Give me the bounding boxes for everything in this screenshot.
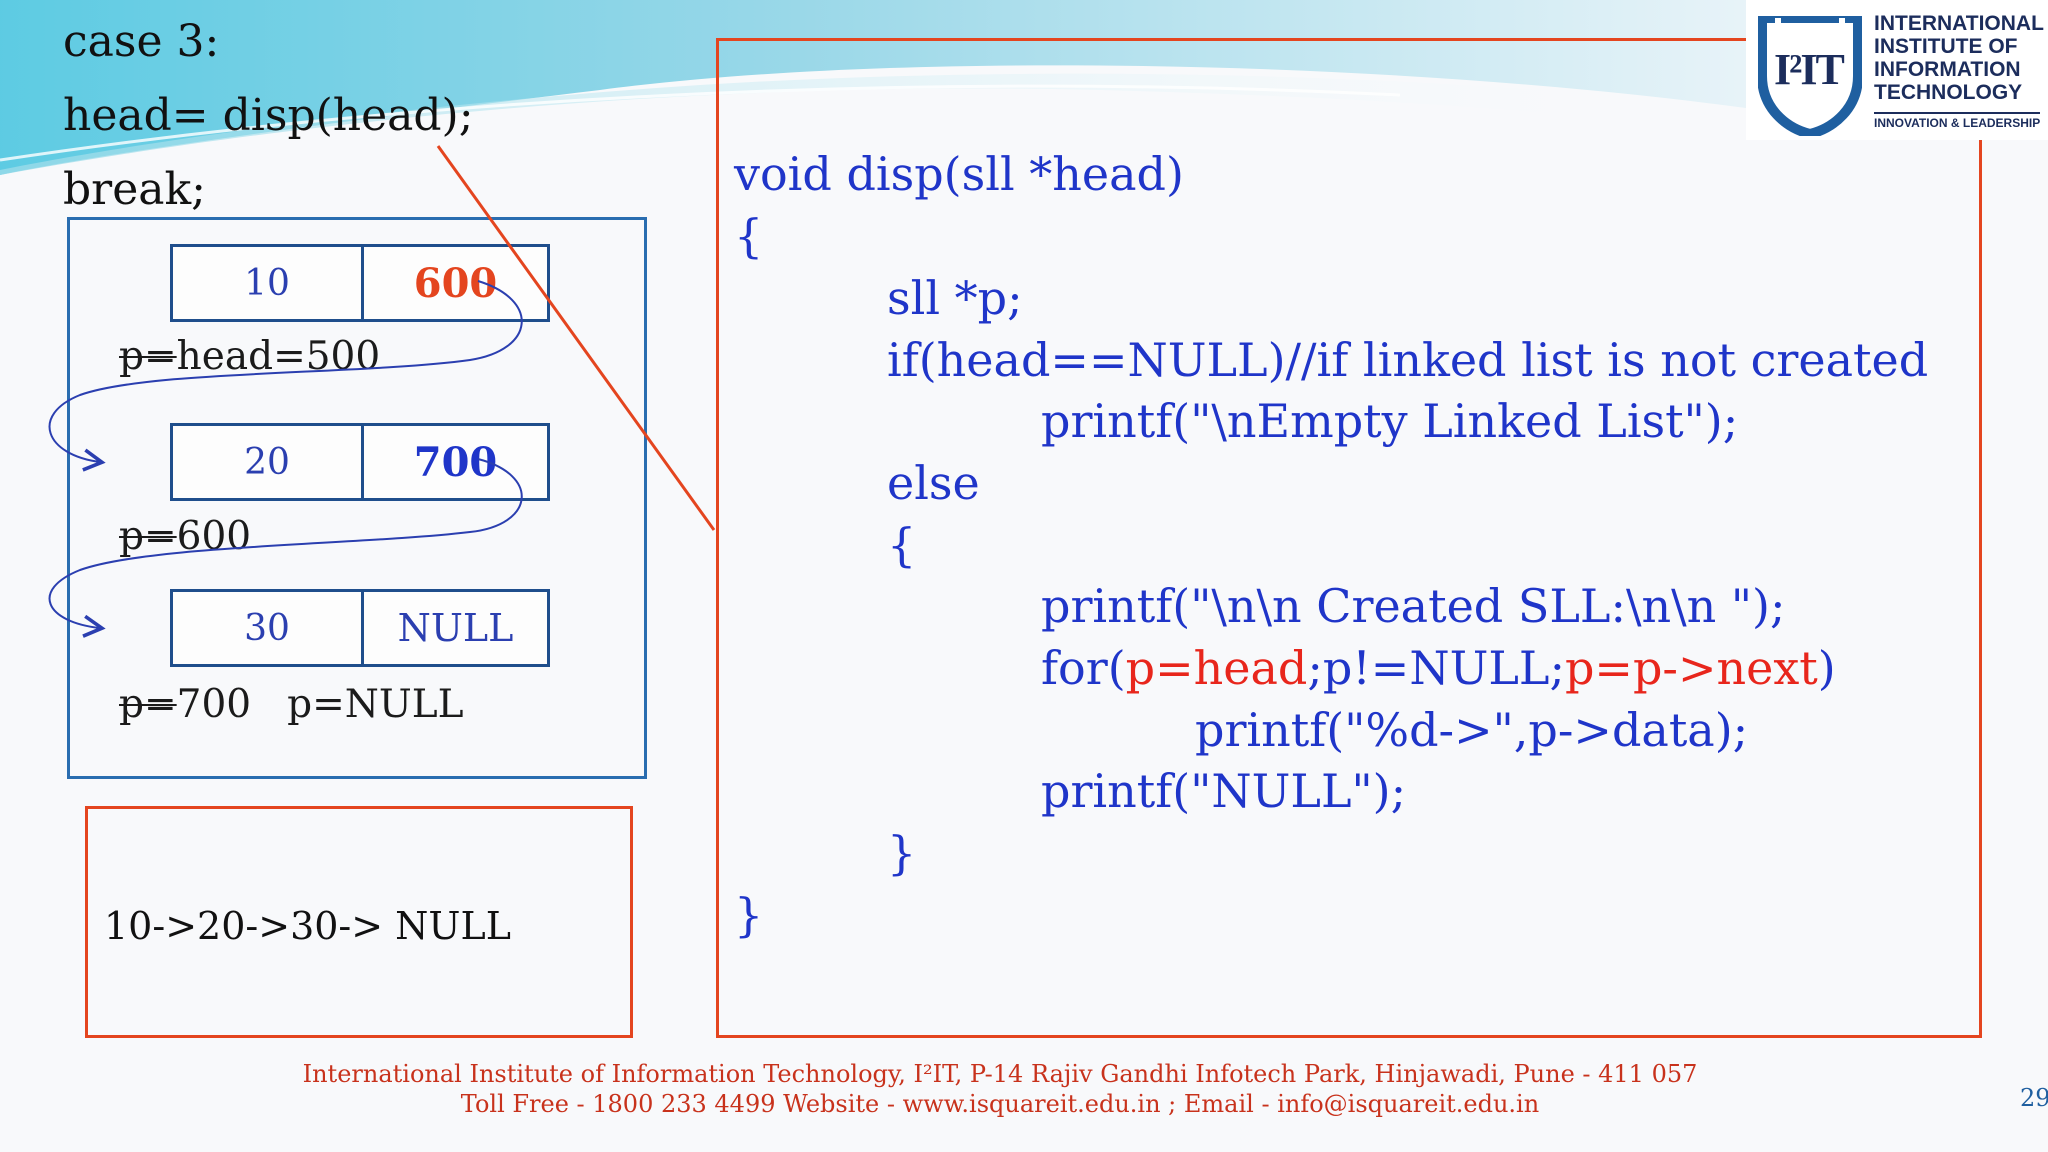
code-line: void disp(sll *head) <box>734 147 1184 201</box>
node-next: NULL <box>397 606 514 650</box>
code-line: sll *p; <box>887 271 1023 325</box>
code-line: else <box>887 456 980 510</box>
output-text: 10->20->30-> NULL <box>104 904 511 948</box>
code-line: if(head==NULL)//if linked list is not cr… <box>887 333 1929 387</box>
list-node: 10 600 <box>170 244 550 322</box>
code-line: printf("%d->",p->data); <box>1195 703 1749 757</box>
footer-contact: Toll Free - 1800 233 4499 Website - www.… <box>460 1090 1540 1118</box>
code-line: } <box>887 826 917 880</box>
break-statement: break; <box>63 164 206 215</box>
code-box: void disp(sll *head) { sll *p; if(head==… <box>716 38 1982 1038</box>
node-data: 10 <box>173 247 364 319</box>
node-data: 20 <box>173 426 364 498</box>
logo-shield-icon <box>1758 16 1862 136</box>
code-line: printf("NULL"); <box>1041 764 1407 818</box>
pointer-arrow <box>48 458 523 638</box>
pointer-arrow <box>48 280 523 472</box>
page-number: 29 <box>2020 1084 2048 1112</box>
footer-address: International Institute of Information T… <box>302 1060 1698 1088</box>
code-line: printf("\n\n Created SLL:\n\n "); <box>1041 579 1786 633</box>
pointer-label: p=600 <box>119 514 252 559</box>
institute-logo: I²IT INTERNATIONAL INSTITUTE OF INFORMAT… <box>1746 0 2048 140</box>
node-next: 700 <box>413 438 498 486</box>
logo-tagline: INNOVATION & LEADERSHIP <box>1874 112 2041 130</box>
node-data: 30 <box>173 592 364 664</box>
logo-name: INTERNATIONAL INSTITUTE OF INFORMATION T… <box>1874 12 2044 104</box>
case-statement: head= disp(head); <box>63 90 474 141</box>
code-line: { <box>887 518 917 572</box>
linked-list-panel: 10 600 p=head=500 20 700 p=600 30 NULL p… <box>67 217 647 779</box>
code-line: printf("\nEmpty Linked List"); <box>1041 394 1739 448</box>
code-line: } <box>734 888 764 942</box>
code-line: for(p=head;p!=NULL;p=p->next) <box>1041 641 1836 695</box>
logo-mark-text: I²IT <box>1774 45 1845 94</box>
case-label: case 3: <box>63 16 220 67</box>
connector-line <box>436 145 716 531</box>
code-line: { <box>734 209 764 263</box>
list-node: 30 NULL <box>170 589 550 667</box>
output-box: 10->20->30-> NULL <box>85 806 633 1038</box>
